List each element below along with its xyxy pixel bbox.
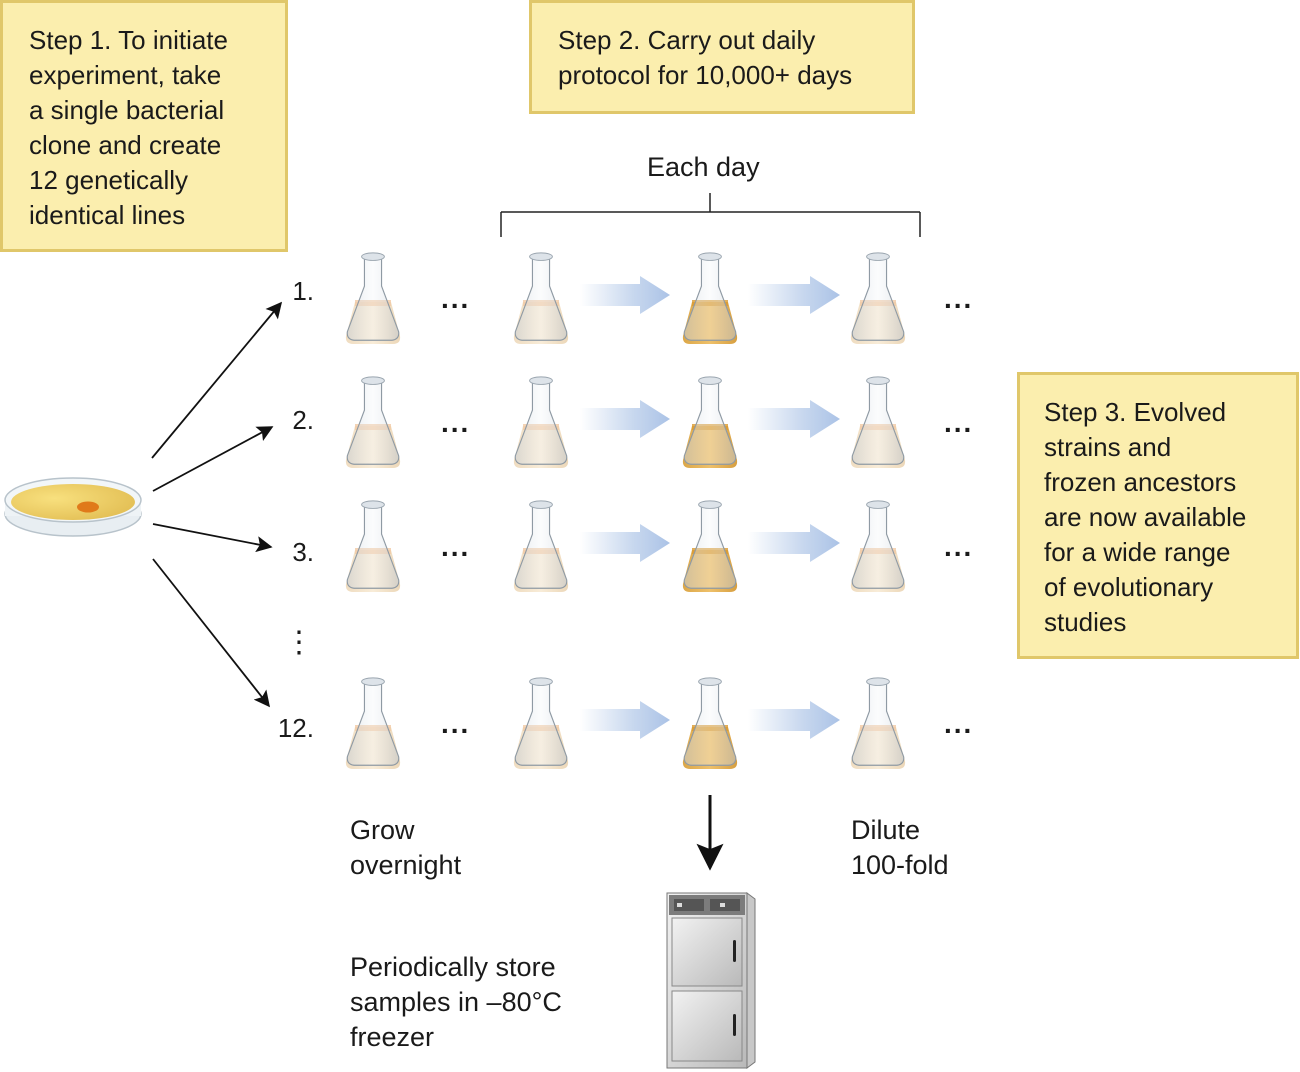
- ellipsis: ...: [441, 283, 471, 314]
- line-number-1: 1.: [292, 276, 314, 306]
- grow-overnight-label: Grow overnight: [350, 813, 461, 883]
- step1-line: a single bacterial: [29, 95, 225, 125]
- erlenmeyer-flask-icon: [513, 252, 569, 344]
- process-arrow-icon: [748, 400, 840, 438]
- erlenmeyer-flask-icon: [513, 500, 569, 592]
- erlenmeyer-flask-icon: [850, 252, 906, 344]
- dish-arrows: [151, 301, 283, 708]
- arrow-icon: [151, 301, 283, 459]
- petri-dish-icon: [4, 477, 142, 537]
- step1-line: 12 genetically: [29, 165, 188, 195]
- process-arrow-icon: [580, 701, 670, 739]
- arrow-icon: [152, 426, 274, 492]
- ellipsis: ...: [441, 407, 471, 438]
- erlenmeyer-flask-icon: [682, 376, 738, 468]
- process-arrow-icon: [580, 400, 670, 438]
- process-arrow-icon: [748, 524, 840, 562]
- step3-line: are now available: [1044, 502, 1247, 532]
- erlenmeyer-flask-icon: [513, 376, 569, 468]
- erlenmeyer-flask-icon: [682, 500, 738, 592]
- erlenmeyer-flask-icon: [345, 376, 401, 468]
- step2-line: protocol for 10,000+ days: [558, 60, 853, 90]
- each-day-bracket: [500, 193, 921, 237]
- erlenmeyer-flask-icon: [850, 376, 906, 468]
- grow-label-line: overnight: [350, 850, 462, 880]
- erlenmeyer-flask-icon: [682, 677, 738, 769]
- vertical-ellipsis: ⋮: [284, 626, 314, 659]
- line-number-2: 2.: [292, 405, 314, 435]
- ellipsis: ...: [944, 708, 974, 739]
- ellipsis: ...: [441, 531, 471, 562]
- process-arrow-icon: [580, 276, 670, 314]
- ellipsis: ...: [944, 531, 974, 562]
- arrow-icon: [152, 558, 271, 708]
- step2-line: Step 2. Carry out daily: [558, 25, 816, 55]
- dilute-label-line: Dilute: [851, 815, 921, 845]
- step1-line: experiment, take: [29, 60, 222, 90]
- freezer-icon: [666, 892, 756, 1069]
- erlenmeyer-flask-icon: [513, 677, 569, 769]
- store-label-line: Periodically store: [350, 952, 556, 982]
- step1-line: Step 1. To initiate: [29, 25, 228, 55]
- line-number-12: 12.: [277, 713, 314, 743]
- arrow-icon: [152, 523, 273, 553]
- erlenmeyer-flask-icon: [682, 252, 738, 344]
- dilute-label: Dilute 100-fold: [851, 813, 949, 883]
- store-label-line: freezer: [350, 1022, 435, 1052]
- step1-line: clone and create: [29, 130, 222, 160]
- erlenmeyer-flask-icon: [850, 677, 906, 769]
- step3-box: Step 3. Evolved strains and frozen ances…: [1017, 372, 1299, 659]
- ellipsis: ...: [944, 283, 974, 314]
- step3-line: for a wide range: [1044, 537, 1231, 567]
- process-arrow-icon: [580, 524, 670, 562]
- colony: [77, 501, 99, 513]
- step3-line: strains and: [1044, 432, 1172, 462]
- step3-line: studies: [1044, 607, 1127, 637]
- ellipsis: ...: [944, 407, 974, 438]
- process-arrow-icon: [748, 701, 840, 739]
- erlenmeyer-flask-icon: [345, 252, 401, 344]
- dilute-label-line: 100-fold: [851, 850, 949, 880]
- each-day-label: Each day: [647, 152, 760, 182]
- grow-label-line: Grow: [350, 815, 415, 845]
- line-number-3: 3.: [292, 537, 314, 567]
- step1-box: Step 1. To initiate experiment, take a s…: [0, 0, 288, 252]
- erlenmeyer-flask-icon: [345, 500, 401, 592]
- erlenmeyer-flask-icon: [850, 500, 906, 592]
- step2-box: Step 2. Carry out daily protocol for 10,…: [529, 0, 915, 114]
- ellipsis: ...: [441, 708, 471, 739]
- store-label-line: samples in –80°C: [350, 987, 562, 1017]
- step3-line: Step 3. Evolved: [1044, 397, 1227, 427]
- step3-line: of evolutionary: [1044, 572, 1214, 602]
- step1-line: identical lines: [29, 200, 186, 230]
- process-arrow-icon: [748, 276, 840, 314]
- step3-line: frozen ancestors: [1044, 467, 1237, 497]
- erlenmeyer-flask-icon: [345, 677, 401, 769]
- store-label: Periodically store samples in –80°C free…: [350, 950, 562, 1055]
